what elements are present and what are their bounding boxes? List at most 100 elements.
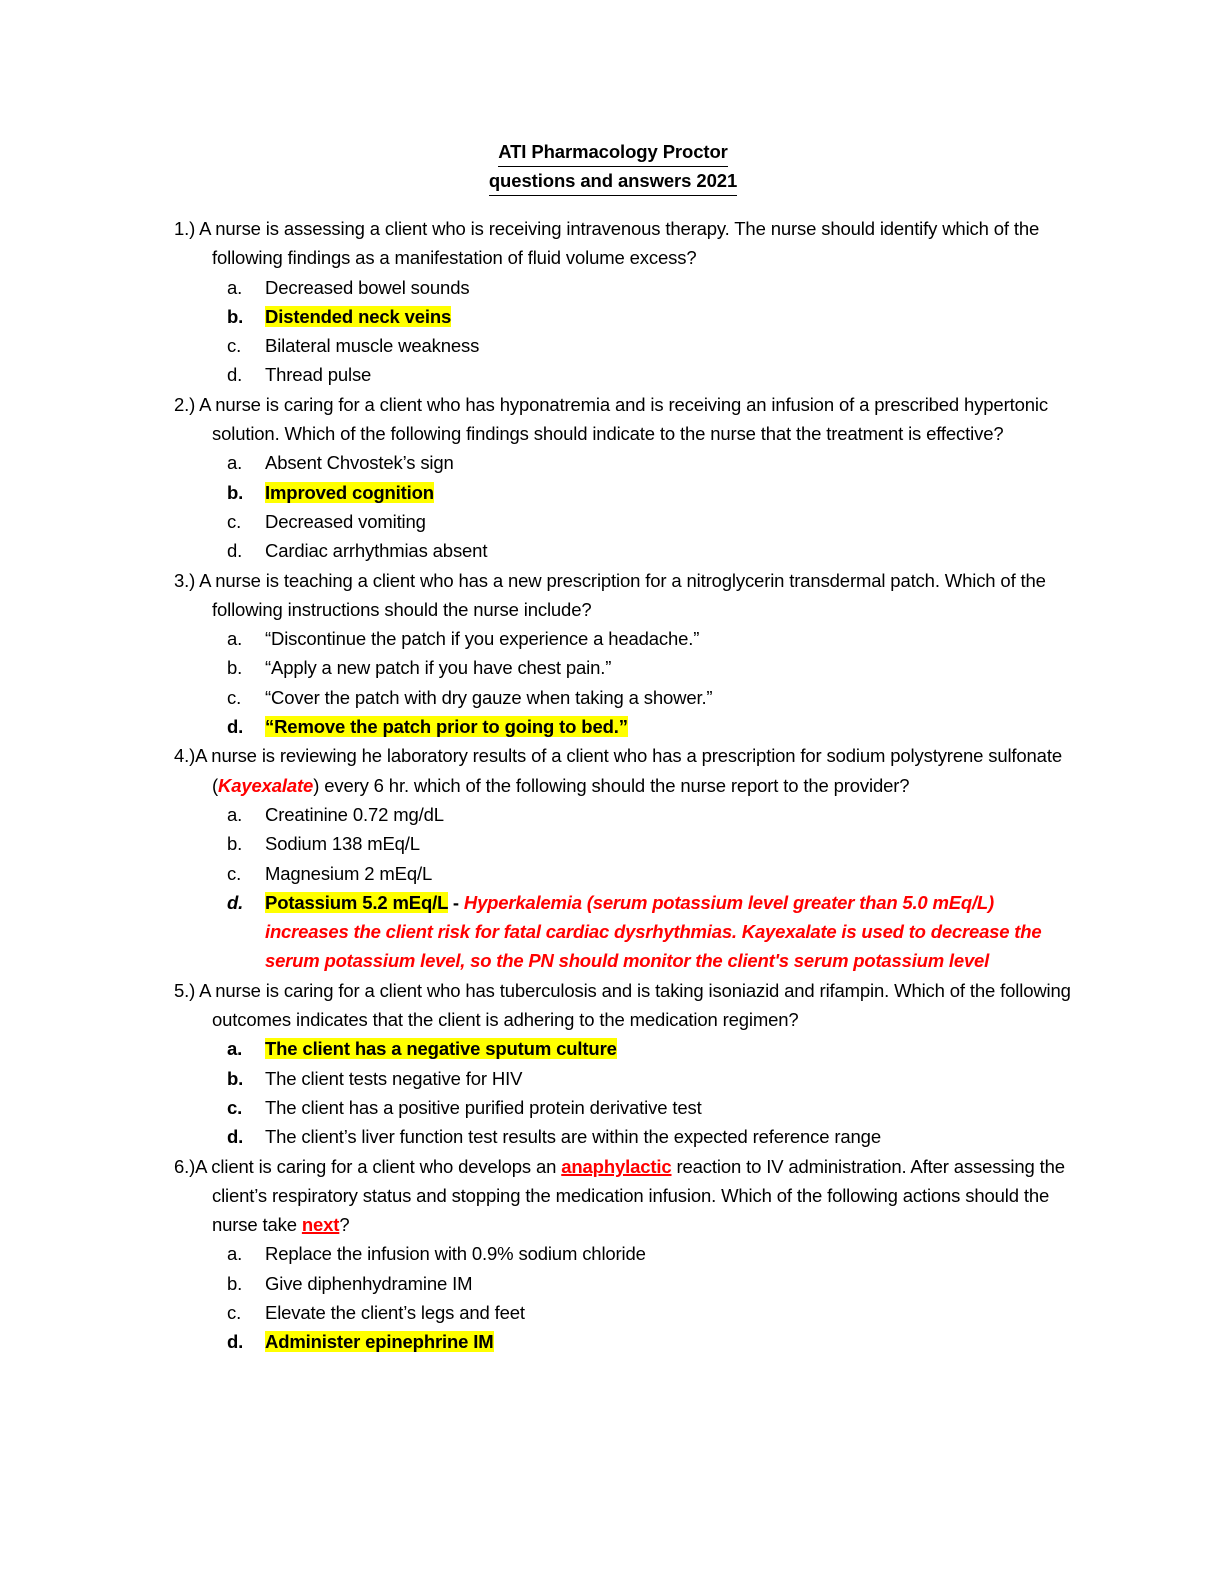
option-row[interactable]: d. Thread pulse (152, 360, 1074, 389)
option-marker: b. (227, 1272, 243, 1294)
question-4-text-part-1: A nurse is reviewing he laboratory resul… (195, 745, 1062, 796)
option-marker: b. (227, 833, 243, 855)
option-row[interactable]: a. “Discontinue the patch if you experie… (152, 624, 1074, 653)
option-marker: c. (227, 335, 242, 357)
option-row[interactable]: b. The client tests negative for HIV (152, 1064, 1074, 1093)
question-2-options: a. Absent Chvostek’s sign b. Improved co… (152, 448, 1074, 565)
anaphylactic-emphasis: anaphylactic (561, 1155, 672, 1177)
option-text: Cardiac arrhythmias absent (265, 540, 488, 562)
option-marker: a. (227, 1038, 243, 1060)
option-text: Magnesium 2 mEq/L (265, 862, 433, 884)
question-4-number: 4.) (174, 745, 196, 767)
option-text: The client has a positive purified prote… (265, 1096, 702, 1118)
title-line-2: questions and answers 2021 (488, 167, 737, 196)
option-text: Improved cognition (265, 478, 1074, 507)
answer-rationale: Hyperkalemia (serum potassium level grea… (265, 891, 1042, 972)
question-1-number: 1.) (174, 218, 196, 239)
option-marker: b. (227, 305, 244, 327)
option-marker: b. (227, 657, 243, 679)
option-marker: a. (227, 628, 243, 650)
question-5: 5.) A nurse is caring for a client who h… (152, 976, 1074, 1152)
option-row[interactable]: b. Distended neck veins (152, 302, 1074, 331)
option-text: “Cover the patch with dry gauze when tak… (265, 686, 713, 708)
question-6-number: 6.) (174, 1155, 196, 1177)
option-marker: c. (227, 686, 242, 708)
option-marker: d. (227, 364, 243, 386)
option-text: Replace the infusion with 0.9% sodium ch… (265, 1243, 646, 1265)
option-marker: b. (227, 1067, 244, 1089)
option-marker: a. (227, 452, 243, 474)
option-text: “Apply a new patch if you have chest pai… (265, 657, 612, 679)
option-text: The client has a negative sputum culture (265, 1034, 1074, 1063)
option-text: Elevate the client’s legs and feet (265, 1301, 525, 1323)
option-marker: a. (227, 803, 243, 825)
option-text: Potassium 5.2 mEq/L - Hyperkalemia (seru… (265, 888, 1074, 976)
question-3-options: a. “Discontinue the patch if you experie… (152, 624, 1074, 741)
option-row[interactable]: c. Elevate the client’s legs and feet (152, 1298, 1074, 1327)
question-3-text: A nurse is teaching a client who has a n… (199, 569, 1046, 620)
option-row[interactable]: a. Replace the infusion with 0.9% sodium… (152, 1239, 1074, 1268)
highlighted-answer: Administer epinephrine IM (265, 1331, 494, 1353)
highlighted-answer: Potassium 5.2 mEq/L (265, 891, 448, 913)
question-3: 3.) A nurse is teaching a client who has… (152, 566, 1074, 742)
option-row[interactable]: d. Potassium 5.2 mEq/L - Hyperkalemia (s… (152, 888, 1074, 976)
option-text: Distended neck veins (265, 302, 1074, 331)
question-1-text: A nurse is assessing a client who is rec… (199, 218, 1040, 269)
highlighted-answer: “Remove the patch prior to going to bed.… (265, 716, 628, 738)
option-text: Decreased vomiting (265, 510, 426, 532)
question-2-stem: 2.) A nurse is caring for a client who h… (174, 390, 1074, 449)
option-row[interactable]: c. Magnesium 2 mEq/L (152, 859, 1074, 888)
option-row[interactable]: c. The client has a positive purified pr… (152, 1093, 1074, 1122)
title-line-1: ATI Pharmacology Proctor (498, 138, 728, 167)
option-row[interactable]: d. The client’s liver function test resu… (152, 1122, 1074, 1151)
option-row[interactable]: a. Decreased bowel sounds (152, 273, 1074, 302)
question-5-stem: 5.) A nurse is caring for a client who h… (174, 976, 1074, 1035)
option-text: Decreased bowel sounds (265, 276, 470, 298)
option-row[interactable]: b. Give diphenhydramine IM (152, 1269, 1074, 1298)
question-1-stem: 1.) A nurse is assessing a client who is… (174, 214, 1074, 273)
option-row[interactable]: b. “Apply a new patch if you have chest … (152, 653, 1074, 682)
option-marker: d. (227, 716, 244, 738)
question-2-text: A nurse is caring for a client who has h… (199, 393, 1048, 445)
option-row[interactable]: a. Creatinine 0.72 mg/dL (152, 800, 1074, 829)
question-6-text-part-1: A client is caring for a client who deve… (195, 1155, 562, 1177)
answer-separator: - (447, 891, 464, 913)
option-text: “Discontinue the patch if you experience… (265, 628, 700, 650)
option-text: Absent Chvostek’s sign (265, 452, 454, 474)
option-marker: c. (227, 510, 242, 532)
option-row[interactable]: d. “Remove the patch prior to going to b… (152, 712, 1074, 741)
option-row[interactable]: b. Improved cognition (152, 478, 1074, 507)
question-3-stem: 3.) A nurse is teaching a client who has… (174, 566, 1074, 625)
option-text: Give diphenhydramine IM (265, 1272, 473, 1294)
option-row[interactable]: c. “Cover the patch with dry gauze when … (152, 683, 1074, 712)
option-text: Bilateral muscle weakness (265, 335, 480, 357)
question-3-number: 3.) (174, 569, 196, 591)
option-row[interactable]: c. Decreased vomiting (152, 507, 1074, 536)
question-list: 1.) A nurse is assessing a client who is… (152, 214, 1074, 1357)
question-5-text: A nurse is caring for a client who has t… (199, 979, 1071, 1031)
option-row[interactable]: a. The client has a negative sputum cult… (152, 1034, 1074, 1063)
option-row[interactable]: b. Sodium 138 mEq/L (152, 829, 1074, 858)
question-4: 4.)A nurse is reviewing he laboratory re… (152, 741, 1074, 975)
option-row[interactable]: a. Absent Chvostek’s sign (152, 448, 1074, 477)
drug-name-emphasis: Kayexalate (218, 774, 314, 796)
question-2: 2.) A nurse is caring for a client who h… (152, 390, 1074, 566)
option-row[interactable]: d. Cardiac arrhythmias absent (152, 536, 1074, 565)
question-5-number: 5.) (174, 979, 196, 1001)
option-marker: c. (227, 1096, 243, 1118)
question-4-stem: 4.)A nurse is reviewing he laboratory re… (174, 741, 1074, 800)
option-text: Thread pulse (265, 364, 372, 386)
question-6-options: a. Replace the infusion with 0.9% sodium… (152, 1239, 1074, 1356)
next-emphasis: next (301, 1214, 340, 1236)
highlighted-answer: Distended neck veins (265, 305, 452, 327)
highlighted-answer: The client has a negative sputum culture (265, 1038, 617, 1060)
option-marker: d. (227, 540, 243, 562)
highlighted-answer: Improved cognition (265, 481, 434, 503)
option-marker: d. (227, 1126, 244, 1148)
question-4-options: a. Creatinine 0.72 mg/dL b. Sodium 138 m… (152, 800, 1074, 976)
option-row[interactable]: d. Administer epinephrine IM (152, 1327, 1074, 1356)
option-text: Creatinine 0.72 mg/dL (265, 803, 444, 825)
option-row[interactable]: c. Bilateral muscle weakness (152, 331, 1074, 360)
option-text: “Remove the patch prior to going to bed.… (265, 712, 1074, 741)
